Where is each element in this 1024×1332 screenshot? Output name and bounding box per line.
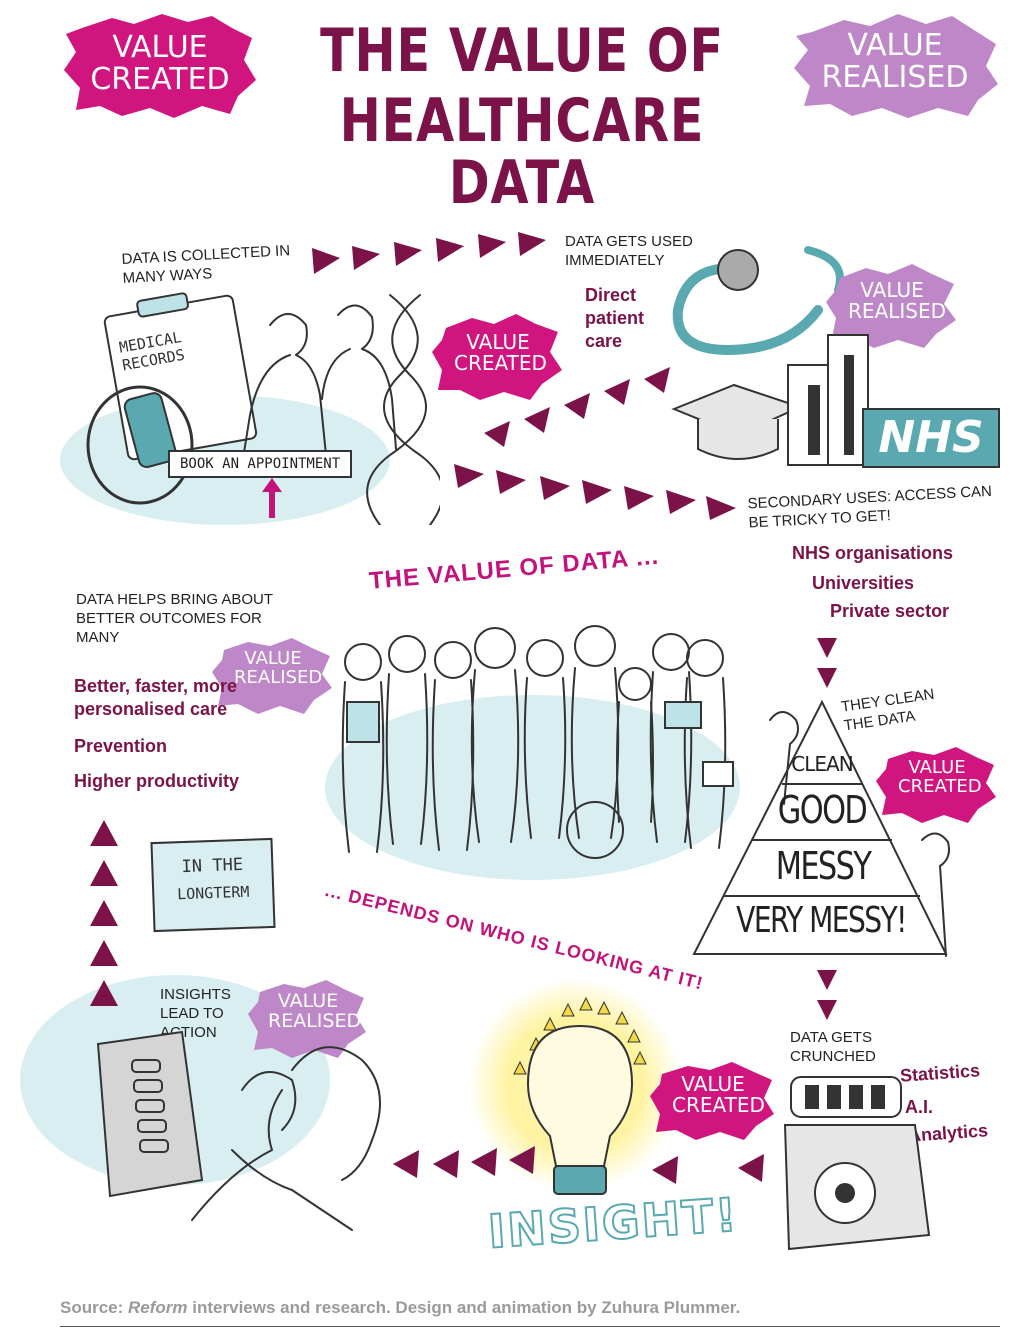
source-italic: Reform: [128, 1298, 188, 1317]
outcomes-label: DATA HELPS BRING ABOUT BETTER OUTCOMES F…: [76, 591, 273, 646]
secondary-item-2: Universities: [812, 573, 915, 593]
title-line-1: THE VALUE OF: [320, 16, 724, 86]
institutions-illustration: [671, 334, 869, 466]
page-title: THE VALUE OF HEALTHCARE DATA: [268, 20, 776, 214]
source-prefix: Source:: [60, 1298, 129, 1317]
secondary-item-1: NHS organisations: [792, 543, 954, 563]
source-credit: Source: Reform interviews and research. …: [60, 1298, 1000, 1318]
secondary-label: SECONDARY USES: ACCESS CAN BE TRICKY TO …: [747, 482, 993, 532]
footer-divider: [60, 1326, 1000, 1327]
center-top-text: THE VALUE OF DATA ...: [368, 542, 661, 595]
value-realised-badge-outcomes: VALUE REALISED: [212, 636, 334, 716]
data-pyramid: [692, 700, 950, 957]
outcome-item-2: Prevention: [74, 736, 168, 756]
pyramid-very-messy: VERY MESSY!: [736, 900, 907, 941]
immediate-label: DATA GETS USED IMMEDIATELY: [565, 233, 693, 269]
value-realised-badge-top: VALUE REALISED: [790, 10, 1000, 120]
pyramid-clean: CLEAN: [791, 752, 853, 776]
calendar-longterm: IN THE LONGTERM: [150, 837, 276, 933]
nhs-sign: NHS: [862, 408, 1000, 468]
title-line-2: HEALTHCARE DATA: [339, 86, 705, 218]
data-collection-illustration: [86, 292, 440, 525]
arrow-row-secondary: [454, 464, 736, 520]
arrow-row-top: [312, 232, 546, 274]
direct-patient-care: Direct patient care: [585, 285, 645, 351]
lightbulb-icon: [513, 996, 647, 1195]
arrow-row-bottom-left: [393, 1146, 535, 1178]
value-created-badge-dna: VALUE CREATED: [432, 312, 564, 402]
crunched-label: DATA GETS CRUNCHED: [790, 1029, 876, 1065]
calendar-line-2: LONGTERM: [176, 882, 250, 904]
outcome-item-3: Higher productivity: [74, 771, 240, 791]
value-realised-badge-stethoscope: VALUE REALISED: [826, 262, 958, 350]
cursor-arrow-icon: [262, 478, 282, 518]
arrow-down-to-crunch: [817, 970, 837, 1020]
arrow-row-return: [484, 367, 670, 447]
arrow-row-bottom-right: [652, 1154, 764, 1184]
xray-doctors-illustration: [96, 1030, 381, 1231]
value-realised-badge-insights: VALUE REALISED: [248, 978, 368, 1060]
calendar-line-1: IN THE: [181, 854, 244, 878]
arrow-column-up: [90, 820, 118, 1006]
engine-illustration: [783, 1076, 931, 1251]
pyramid-messy: MESSY: [775, 844, 872, 888]
source-rest: interviews and research. Design and anim…: [187, 1298, 741, 1317]
value-created-badge-top: VALUE CREATED: [62, 10, 258, 122]
value-created-badge-insight: VALUE CREATED: [650, 1060, 776, 1142]
book-appointment-button[interactable]: BOOK AN APPOINTMENT: [168, 450, 353, 478]
value-created-badge-clean: VALUE CREATED: [876, 745, 998, 825]
center-bottom-text: ... DEPENDS ON WHO IS LOOKING AT IT!: [323, 880, 706, 994]
pyramid-good: GOOD: [777, 788, 868, 832]
people-group-illustration: [341, 625, 734, 859]
outcome-item-1: Better, faster, more personalised care: [74, 676, 238, 719]
collected-label: DATA IS COLLECTED IN MANY WAYS: [121, 242, 291, 287]
secondary-item-3: Private sector: [830, 601, 950, 621]
stethoscope-icon: [672, 246, 844, 356]
arrow-down-to-clean: [817, 638, 837, 688]
crunch-item-2: A.I.: [905, 1097, 934, 1117]
